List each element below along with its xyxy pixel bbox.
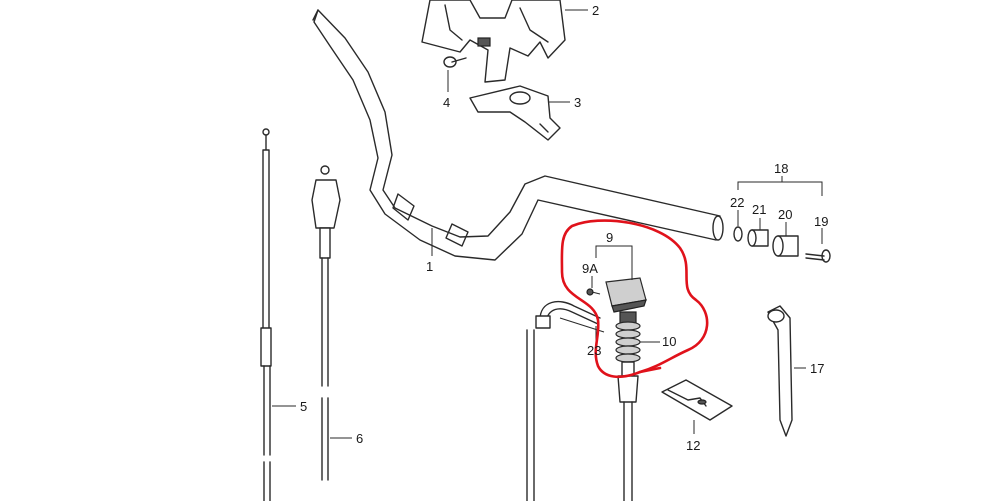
- screw-19: [805, 249, 831, 263]
- callout-3: 3: [574, 95, 581, 110]
- callout-labels: 1 2 3 4 5 6 9 9A 10 12 17 18 19 20 21 22…: [300, 3, 828, 453]
- throttle-cable: [526, 300, 605, 501]
- handlebar-grip-marks: [392, 193, 469, 247]
- bracket: [469, 85, 561, 141]
- callout-22: 22: [730, 195, 744, 210]
- plate-12: [661, 379, 733, 434]
- handlebar-clamp: [421, 0, 566, 83]
- callout-5: 5: [300, 399, 307, 414]
- highlight-tail: [638, 366, 662, 374]
- callout-1: 1: [426, 259, 433, 274]
- callout-9: 9: [606, 230, 613, 245]
- callout-23: 23: [587, 343, 601, 358]
- weight-20: [772, 235, 799, 257]
- cable-tie-17: [767, 305, 806, 437]
- bolt-4: [443, 56, 467, 92]
- spacer-21: [747, 229, 769, 247]
- cable-5: [260, 128, 296, 501]
- callout-9a: 9A: [582, 261, 598, 276]
- cable-6: [311, 165, 352, 481]
- callout-4: 4: [443, 95, 450, 110]
- callout-19: 19: [814, 214, 828, 229]
- callout-6: 6: [356, 431, 363, 446]
- callout-12: 12: [686, 438, 700, 453]
- bar-end-assembly: [733, 176, 831, 263]
- throttle-lever-assembly: [586, 277, 647, 501]
- callout-20: 20: [778, 207, 792, 222]
- callout-2: 2: [592, 3, 599, 18]
- handlebar: [312, 9, 724, 261]
- callout-18: 18: [774, 161, 788, 176]
- callout-10: 10: [662, 334, 676, 349]
- washer-22: [733, 226, 743, 242]
- callout-21: 21: [752, 202, 766, 217]
- callout-17: 17: [810, 361, 824, 376]
